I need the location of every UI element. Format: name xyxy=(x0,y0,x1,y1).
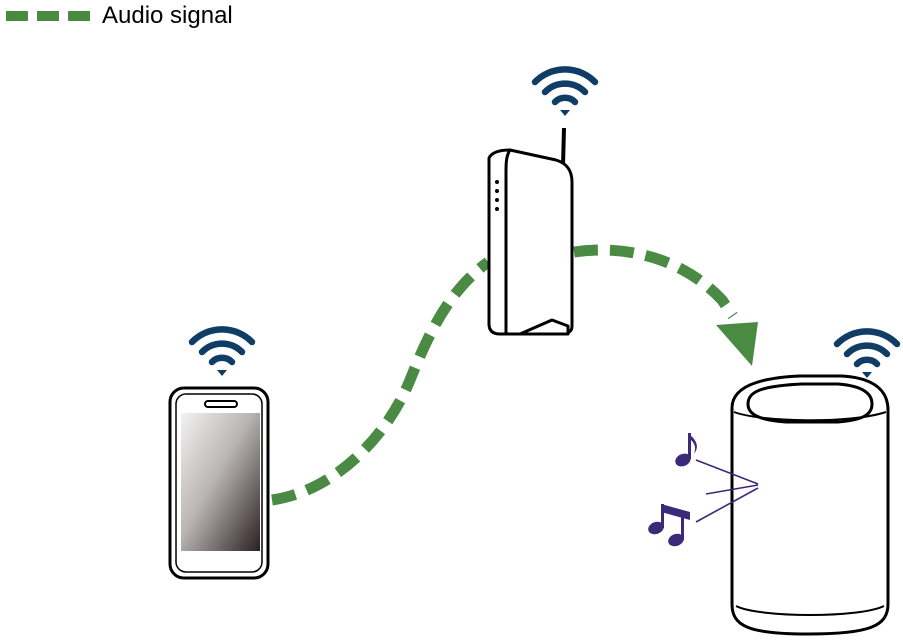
phone-speaker-slot xyxy=(204,400,238,408)
sound-lines xyxy=(695,459,759,523)
wifi-icon xyxy=(535,69,595,116)
speaker-base-edge xyxy=(735,605,885,616)
audio-signal-path-phone-to-router xyxy=(271,257,492,506)
speaker-body xyxy=(730,374,890,636)
beamed-notes-icon xyxy=(648,504,690,547)
router-led xyxy=(495,198,499,202)
wireless-speaker xyxy=(730,374,890,636)
wifi-icon xyxy=(837,331,897,378)
legend: Audio signal xyxy=(6,0,233,32)
router-antenna xyxy=(561,127,566,167)
speaker-top-panel xyxy=(746,382,874,424)
phone-inner-frame xyxy=(175,393,263,573)
router-led xyxy=(495,189,499,193)
sound-line xyxy=(695,487,759,523)
speaker-top-edge xyxy=(733,411,887,422)
router-body xyxy=(487,148,574,336)
legend-dash xyxy=(37,11,59,21)
legend-dash-swatch xyxy=(6,11,90,21)
legend-label: Audio signal xyxy=(102,2,233,29)
audio-signal-arrowhead xyxy=(716,322,758,366)
phone-screen xyxy=(181,413,260,551)
legend-dash xyxy=(6,11,28,21)
legend-dash xyxy=(68,11,90,21)
audio-signal-path-router-to-speaker xyxy=(573,244,738,320)
sound-line xyxy=(705,484,759,495)
router-stand xyxy=(518,318,570,336)
music-note-icon xyxy=(675,433,697,467)
wifi-icon xyxy=(192,329,252,376)
router-front-edge xyxy=(504,149,512,334)
router-led xyxy=(495,180,499,184)
smartphone xyxy=(168,386,270,580)
router xyxy=(487,127,574,336)
sound-line xyxy=(695,459,759,485)
router-led xyxy=(495,207,499,211)
